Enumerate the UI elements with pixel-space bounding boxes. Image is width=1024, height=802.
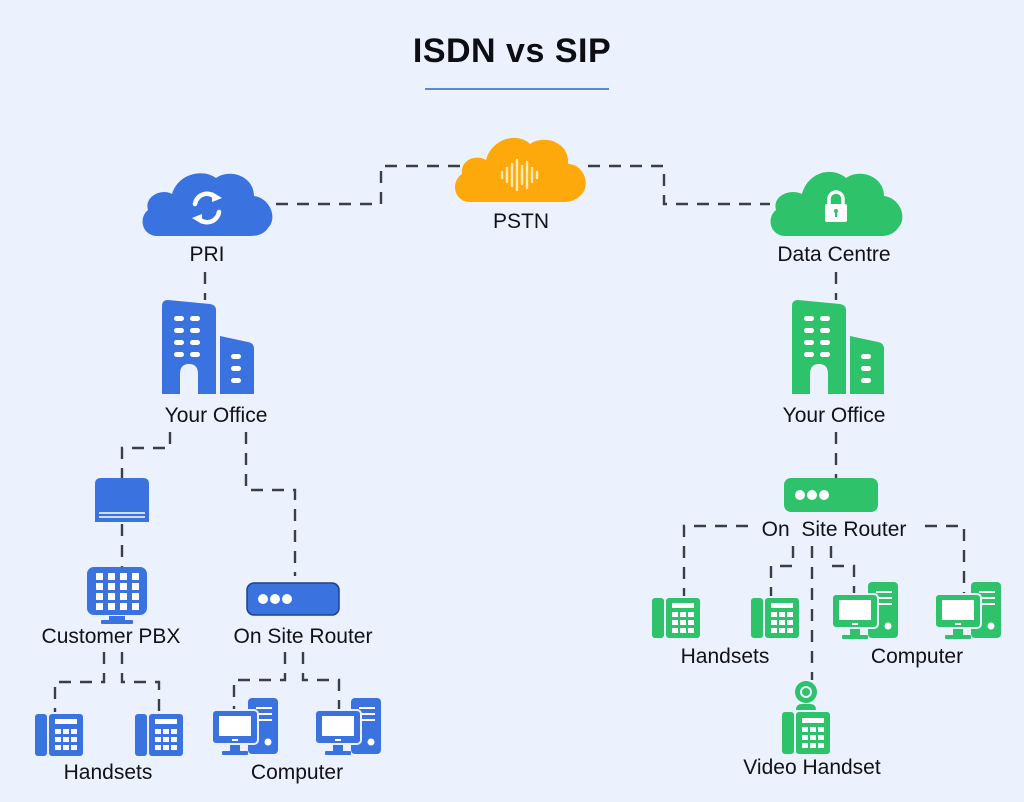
connector-router-computer-1-sip xyxy=(829,546,856,596)
computer-icon xyxy=(212,698,278,755)
lock-cloud-icon xyxy=(770,171,903,236)
video-phone-icon xyxy=(782,681,830,754)
connector-pri-pstn xyxy=(276,164,460,206)
desk-phone-icon xyxy=(751,598,799,638)
isdn-router-label: On Site Router xyxy=(233,625,373,648)
pri-label: PRI xyxy=(189,243,225,266)
sip-computer-label: Computer xyxy=(870,645,964,668)
video-handset-label: Video Handset xyxy=(743,756,881,779)
connector-router-computer-right xyxy=(925,524,966,596)
pbx-icon xyxy=(87,567,147,624)
pbx-label: Customer PBX xyxy=(41,625,181,648)
pstn-label: PSTN xyxy=(492,210,550,233)
connector-router-computer-2 xyxy=(301,652,341,712)
sound-wave-cloud-icon xyxy=(455,137,586,202)
computer-icon xyxy=(315,698,381,755)
connector-router-computer-1 xyxy=(232,652,287,712)
building-icon xyxy=(792,300,884,394)
modem-icon xyxy=(95,478,149,522)
sip-router-label: On Site Router xyxy=(761,518,907,541)
title-underline xyxy=(425,88,609,90)
connector-pbx-handset-1 xyxy=(53,652,106,712)
connector-pstn-datacentre xyxy=(588,164,770,206)
sip-handsets-label: Handsets xyxy=(680,645,770,668)
desk-phone-icon xyxy=(652,598,700,638)
sync-cloud-icon xyxy=(142,173,273,236)
desk-phone-icon xyxy=(135,714,183,756)
isdn-computer-label: Computer xyxy=(250,761,344,784)
router-icon xyxy=(246,582,340,616)
building-icon xyxy=(162,300,254,394)
connector-office-router xyxy=(244,432,297,576)
connector-pbx-handset-2 xyxy=(120,652,161,712)
connector-office-modem xyxy=(120,432,172,478)
computer-icon xyxy=(832,582,898,639)
connector-router-handset-left xyxy=(682,524,748,596)
isdn-handsets-label: Handsets xyxy=(63,761,153,784)
connector-router-handset-2 xyxy=(769,546,795,596)
isdn-office-label: Your Office xyxy=(164,404,268,427)
router-icon xyxy=(784,478,878,512)
desk-phone-icon xyxy=(35,714,83,756)
sip-office-label: Your Office xyxy=(782,404,886,427)
data-centre-label: Data Centre xyxy=(777,243,891,266)
page-title: ISDN vs SIP xyxy=(412,32,612,70)
computer-icon xyxy=(935,582,1001,639)
